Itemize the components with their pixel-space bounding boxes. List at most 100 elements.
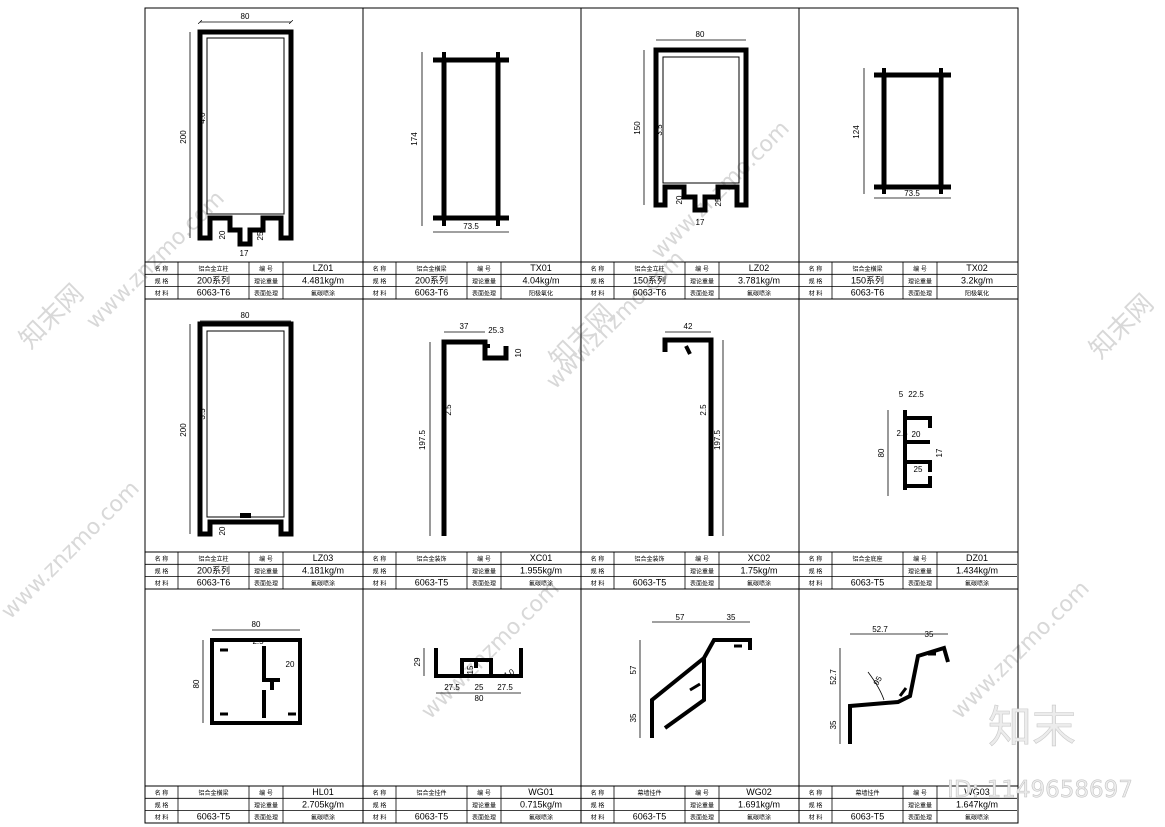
dim-height-bottom: 35 [829, 720, 838, 729]
profile-spec: 200系列 [197, 564, 230, 575]
dim-depth: 25 [256, 231, 265, 240]
label-surface: 表面处理 [908, 290, 932, 298]
label-name: 名 称 [373, 265, 387, 273]
dim-height: 200 [179, 130, 188, 144]
dim-flange-top: 52.7 [872, 625, 888, 634]
dim-wall: 2.5 [699, 404, 708, 416]
dim-height: 80 [877, 448, 886, 457]
profile-drawing-xc02: 42 197.5 2.5 [662, 322, 724, 536]
label-material: 材 料 [591, 814, 605, 822]
label-name: 名 称 [373, 789, 387, 797]
profile-drawing-tx02: 124 73.5 [852, 68, 951, 199]
label-spec: 规 格 [809, 567, 823, 575]
profile-name: 铝合金挂件 [416, 789, 446, 797]
profile-drawing-dz01: 80 5 22.5 2.5 20 17 25 [877, 390, 944, 496]
profile-code: LZ03 [313, 553, 334, 563]
label-spec: 规 格 [373, 567, 387, 575]
profile-weight: 4.04kg/m [522, 275, 559, 285]
profile-weight: 1.75kg/m [740, 565, 777, 575]
label-material: 材 料 [809, 290, 823, 298]
profile-drawing-lz01: 80 200 17 20 25 4.0 [179, 12, 294, 258]
profile-weight: 3.2kg/m [961, 275, 993, 285]
label-material: 材 料 [809, 814, 823, 822]
label-material: 材 料 [591, 580, 605, 588]
label-code: 编 号 [259, 789, 273, 797]
label-spec: 规 格 [809, 277, 823, 285]
label-weight: 理论重量 [254, 277, 278, 285]
label-weight: 理论重量 [254, 567, 278, 575]
dim-height: 150 [633, 121, 642, 135]
label-spec: 规 格 [155, 277, 169, 285]
watermark-brand: 知末网 [1084, 289, 1160, 365]
profile-name: 幕墙挂件 [637, 789, 661, 797]
label-code: 编 号 [695, 789, 709, 797]
grid-lines [145, 8, 1018, 823]
dim-height-top: 57 [629, 665, 638, 674]
profile-material: 6063-T5 [415, 578, 449, 588]
label-spec: 规 格 [155, 567, 169, 575]
label-material: 材 料 [373, 814, 387, 822]
dim-lip: 20 [218, 526, 227, 535]
dim-lip-top: 35 [727, 613, 736, 622]
label-material: 材 料 [155, 290, 169, 298]
profile-surface: 氟碳喷涂 [965, 814, 989, 822]
profile-name: 铝合金横梁 [198, 789, 228, 797]
dim-lip: 20 [675, 195, 684, 204]
dim-gap: 20 [912, 430, 921, 439]
profile-surface: 氟碳喷涂 [311, 814, 335, 822]
profile-material: 6063-T6 [415, 288, 449, 298]
dim-height: 200 [179, 423, 188, 437]
profile-drawing-tx01: 174 73.5 [410, 52, 509, 233]
dim-wall: 3.5 [198, 408, 207, 420]
profile-surface: 阳极氧化 [965, 290, 989, 298]
label-surface: 表面处理 [254, 814, 278, 822]
dim-flange-top: 57 [676, 613, 685, 622]
watermark-url: www.znzmo.com [647, 116, 795, 264]
profile-code: LZ01 [313, 263, 334, 273]
profile-name: 铝合金立柱 [198, 555, 228, 563]
dim-depth: 17 [935, 448, 944, 457]
profile-weight: 3.781kg/m [738, 275, 780, 285]
profile-weight: 1.434kg/m [956, 565, 998, 575]
profile-spec: 200系列 [415, 274, 448, 285]
dim-flange: 42 [684, 322, 693, 331]
profile-surface: 氟碳喷涂 [529, 580, 553, 588]
dim-height: 174 [410, 132, 419, 146]
profile-material: 6063-T5 [633, 578, 667, 588]
profile-weight: 1.647kg/m [956, 799, 998, 809]
dim-width: 73.5 [463, 222, 479, 231]
label-weight: 理论重量 [690, 277, 714, 285]
dim-slot: 17 [696, 218, 705, 227]
profile-material: 6063-T5 [851, 812, 885, 822]
profile-spec: 150系列 [633, 274, 666, 285]
label-material: 材 料 [155, 580, 169, 588]
label-spec: 规 格 [591, 801, 605, 809]
profile-material: 6063-T6 [197, 288, 231, 298]
profile-code: LZ02 [749, 263, 770, 273]
profile-drawing-wg01: 29 27.5 25 27.5 80 15 4.0 [413, 648, 523, 703]
dim-depth: 25 [714, 197, 723, 206]
label-surface: 表面处理 [254, 290, 278, 298]
brand-logo-text: 知末 [988, 702, 1076, 753]
dim-lip: 25.3 [488, 326, 504, 335]
label-weight: 理论重量 [254, 801, 278, 809]
profile-material: 6063-T6 [197, 578, 231, 588]
label-name: 名 称 [809, 789, 823, 797]
dim-wall: 4.0 [502, 667, 517, 681]
label-surface: 表面处理 [690, 290, 714, 298]
label-spec: 规 格 [373, 277, 387, 285]
profile-material: 6063-T5 [415, 812, 449, 822]
dim-right: 27.5 [497, 683, 513, 692]
label-material: 材 料 [373, 580, 387, 588]
label-name: 名 称 [373, 555, 387, 563]
label-weight: 理论重量 [690, 567, 714, 575]
profile-material: 6063-T5 [851, 578, 885, 588]
